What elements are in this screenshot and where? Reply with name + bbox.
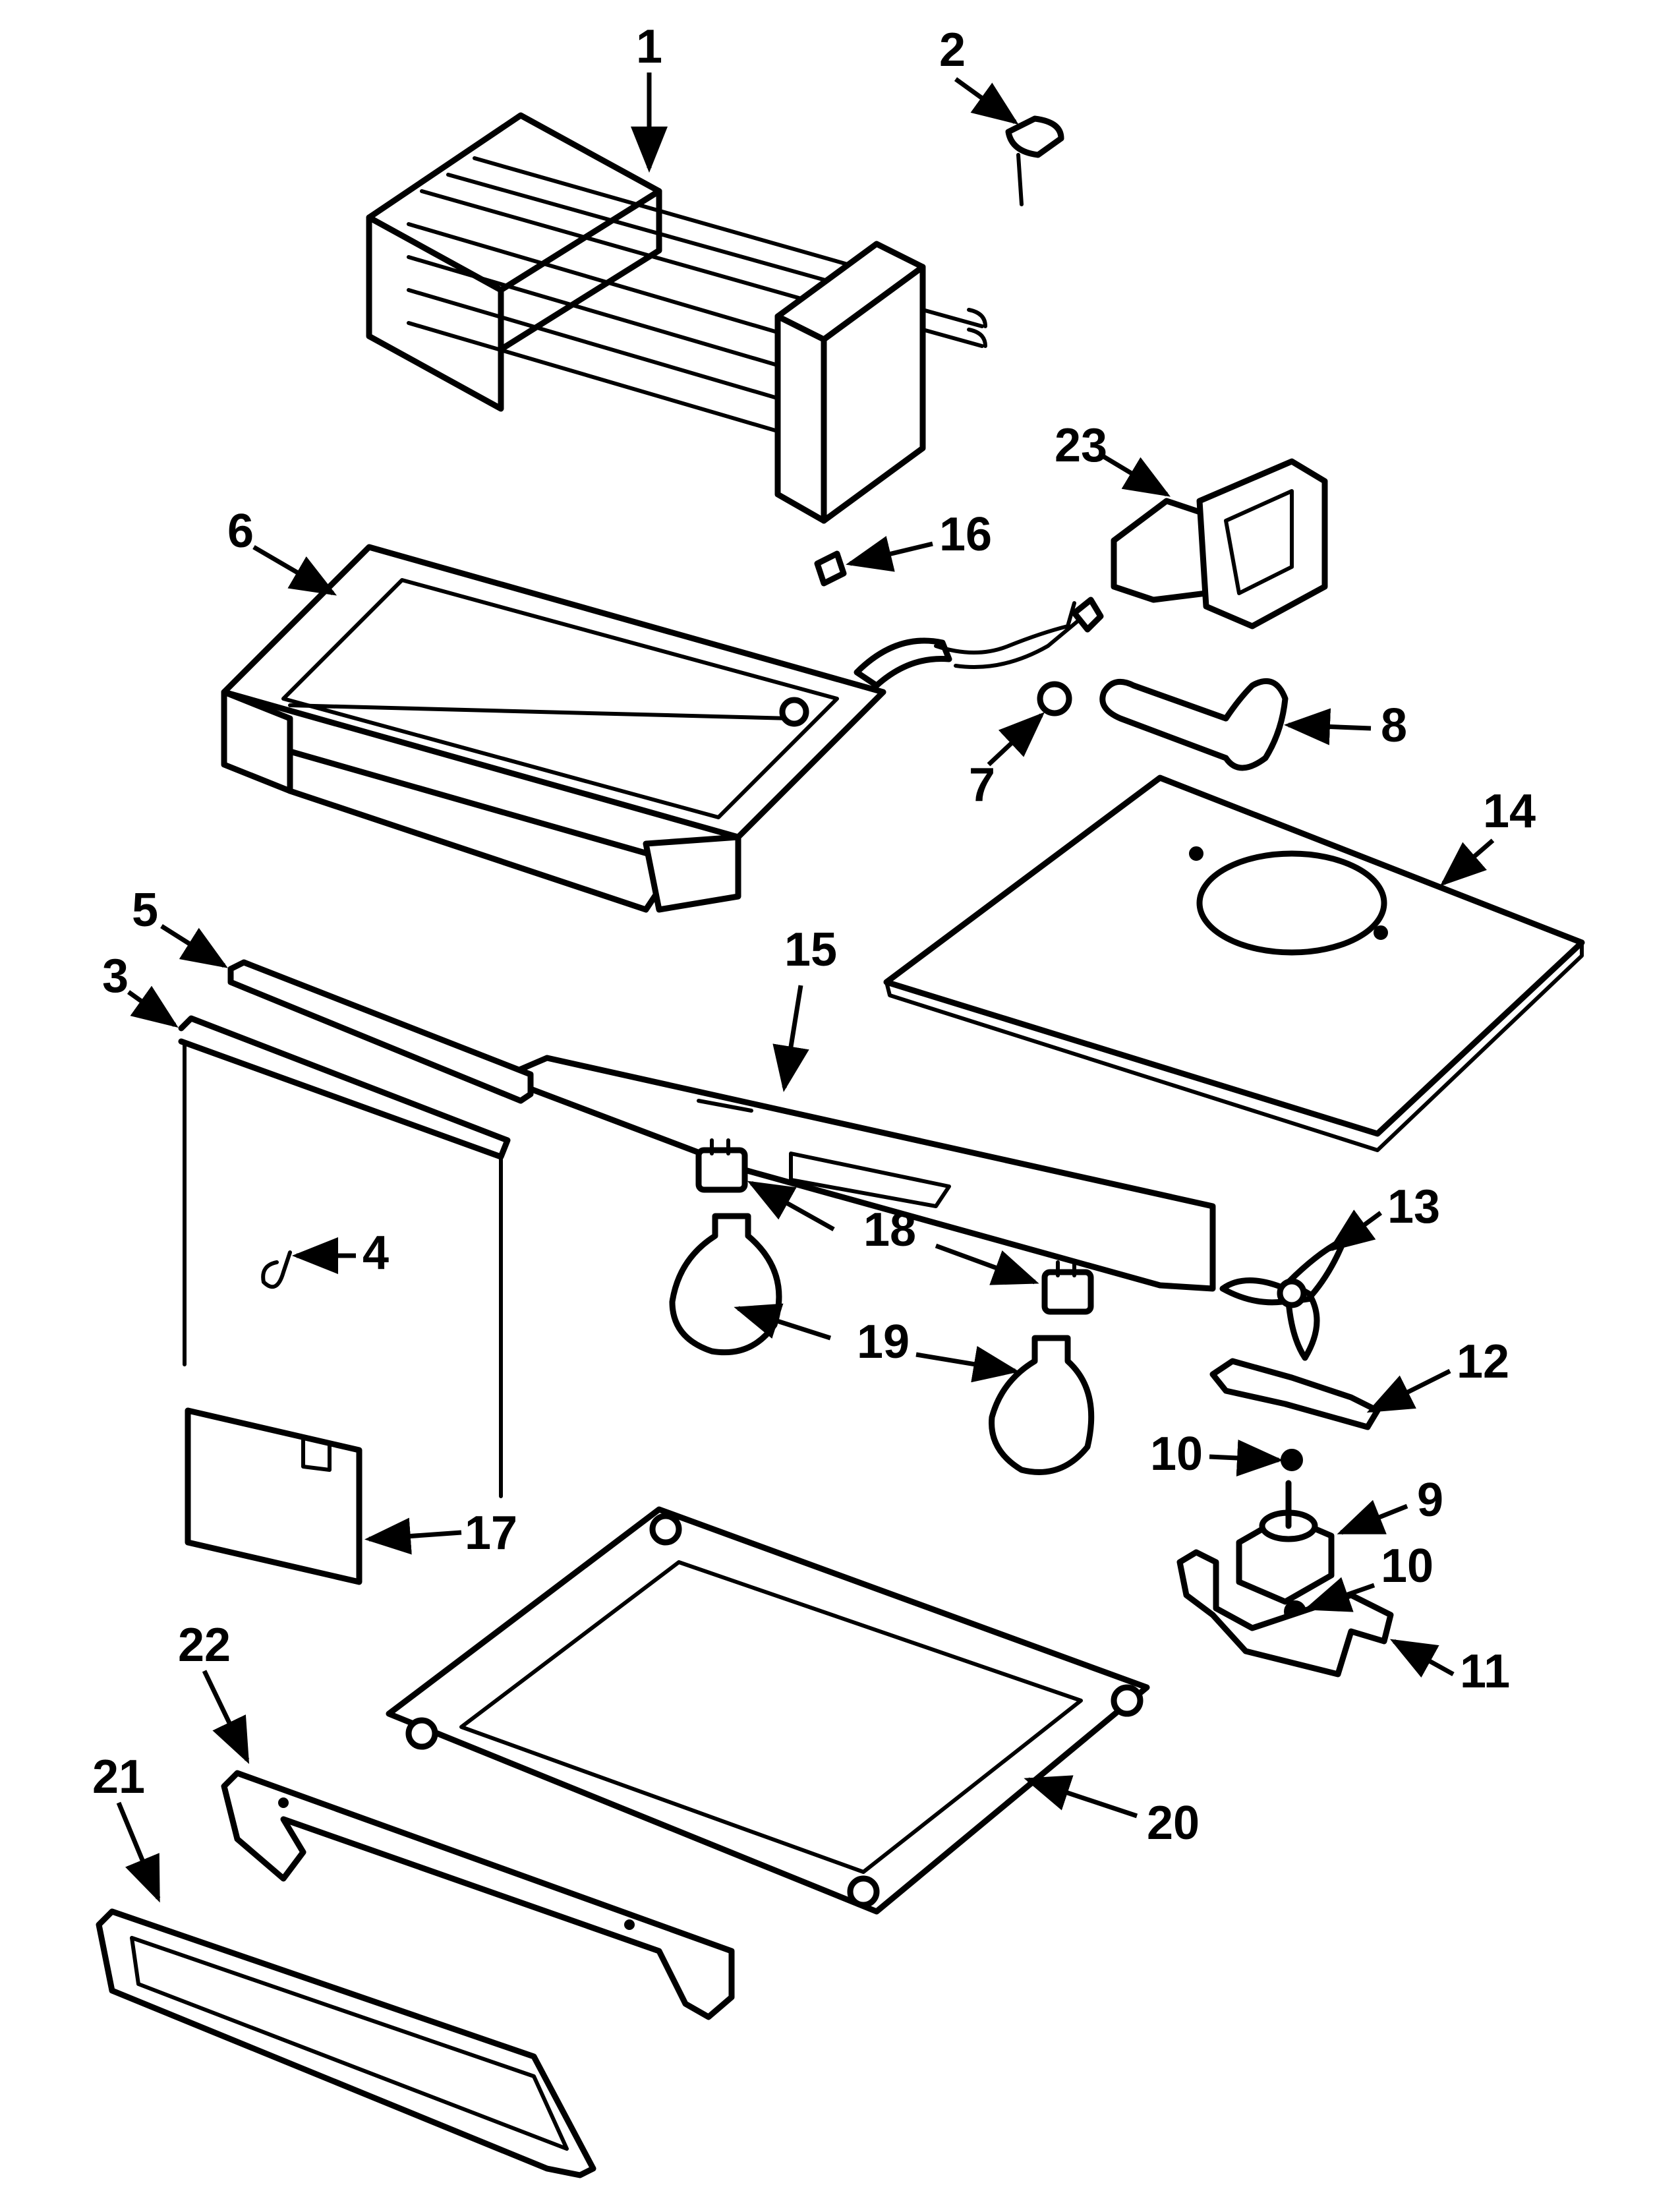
callout-11: 11 bbox=[1460, 1645, 1510, 1698]
fan-blade bbox=[1219, 1236, 1348, 1361]
drain-tube bbox=[1099, 678, 1289, 771]
callout-12: 12 bbox=[1457, 1335, 1509, 1388]
leader-3 bbox=[127, 985, 179, 1028]
light-socket-right bbox=[1041, 1260, 1094, 1315]
leader-20 bbox=[1024, 1775, 1138, 1819]
leader-10a bbox=[1209, 1440, 1283, 1476]
light-bulb-left bbox=[669, 1213, 782, 1356]
hook bbox=[261, 1250, 292, 1289]
light-shield bbox=[498, 1055, 1216, 1292]
callout-18: 18 bbox=[863, 1204, 916, 1256]
callout-9: 9 bbox=[1417, 1474, 1443, 1527]
front-grille bbox=[96, 1908, 596, 2178]
light-socket-left bbox=[695, 1138, 748, 1193]
callout-10a: 10 bbox=[1150, 1428, 1203, 1480]
motor-bracket bbox=[1176, 1549, 1394, 1678]
callout-20: 20 bbox=[1147, 1797, 1200, 1850]
leader-19a bbox=[734, 1303, 832, 1341]
leader-8 bbox=[1284, 708, 1372, 745]
callout-3: 3 bbox=[102, 950, 129, 1003]
leader-21 bbox=[116, 1801, 161, 1903]
leader-15 bbox=[772, 985, 809, 1092]
motor-grommet-top bbox=[1281, 1449, 1303, 1471]
callout-22: 22 bbox=[178, 1619, 231, 1672]
leader-6 bbox=[252, 544, 337, 596]
leader-2 bbox=[954, 77, 1019, 125]
wire-clip bbox=[814, 550, 847, 587]
callout-7: 7 bbox=[969, 759, 995, 811]
front-trim-bracket bbox=[221, 1770, 735, 2020]
control-board bbox=[185, 1407, 362, 1585]
callout-17: 17 bbox=[465, 1507, 517, 1560]
leader-19b bbox=[915, 1346, 1020, 1383]
drain-grommet bbox=[1037, 681, 1072, 716]
callout-10b: 10 bbox=[1381, 1540, 1434, 1592]
leader-11 bbox=[1389, 1639, 1455, 1678]
defrost-thermostat bbox=[1005, 115, 1064, 206]
callout-13: 13 bbox=[1387, 1181, 1440, 1233]
leader-10b bbox=[1304, 1577, 1376, 1612]
leader-18b bbox=[935, 1243, 1039, 1285]
callout-2: 2 bbox=[939, 24, 966, 76]
leader-9 bbox=[1337, 1500, 1408, 1535]
defrost-drain-pan bbox=[221, 544, 1104, 913]
evaporator-cover bbox=[883, 774, 1585, 1152]
leader-18a bbox=[747, 1181, 835, 1232]
callout-5: 5 bbox=[132, 884, 158, 937]
fan-bracket bbox=[1209, 1358, 1381, 1430]
callout-15: 15 bbox=[784, 923, 837, 976]
callout-14: 14 bbox=[1483, 785, 1536, 838]
callout-16: 16 bbox=[939, 508, 992, 561]
leader-7 bbox=[987, 712, 1045, 767]
callout-6: 6 bbox=[227, 505, 254, 558]
callout-19: 19 bbox=[857, 1316, 910, 1368]
shelf-frame bbox=[178, 1015, 511, 1498]
callout-21: 21 bbox=[92, 1751, 145, 1803]
callout-4: 4 bbox=[362, 1227, 389, 1279]
light-bulb-right bbox=[989, 1335, 1095, 1475]
leader-16 bbox=[846, 536, 933, 572]
fan-motor bbox=[1236, 1480, 1335, 1605]
glass-shelf bbox=[386, 1506, 1150, 1915]
leader-12 bbox=[1366, 1368, 1451, 1413]
leader-22 bbox=[202, 1670, 250, 1765]
support-rail bbox=[227, 959, 534, 1104]
leader-23 bbox=[1099, 452, 1171, 497]
callout-23: 23 bbox=[1055, 419, 1107, 472]
callout-8: 8 bbox=[1381, 699, 1407, 752]
leader-17 bbox=[364, 1517, 462, 1555]
callout-1: 1 bbox=[636, 20, 662, 73]
leader-5 bbox=[160, 924, 228, 968]
leader-13 bbox=[1327, 1210, 1383, 1252]
evaporator-coil bbox=[366, 112, 987, 524]
leader-14 bbox=[1439, 838, 1495, 887]
air-duct-housing bbox=[1111, 458, 1328, 629]
